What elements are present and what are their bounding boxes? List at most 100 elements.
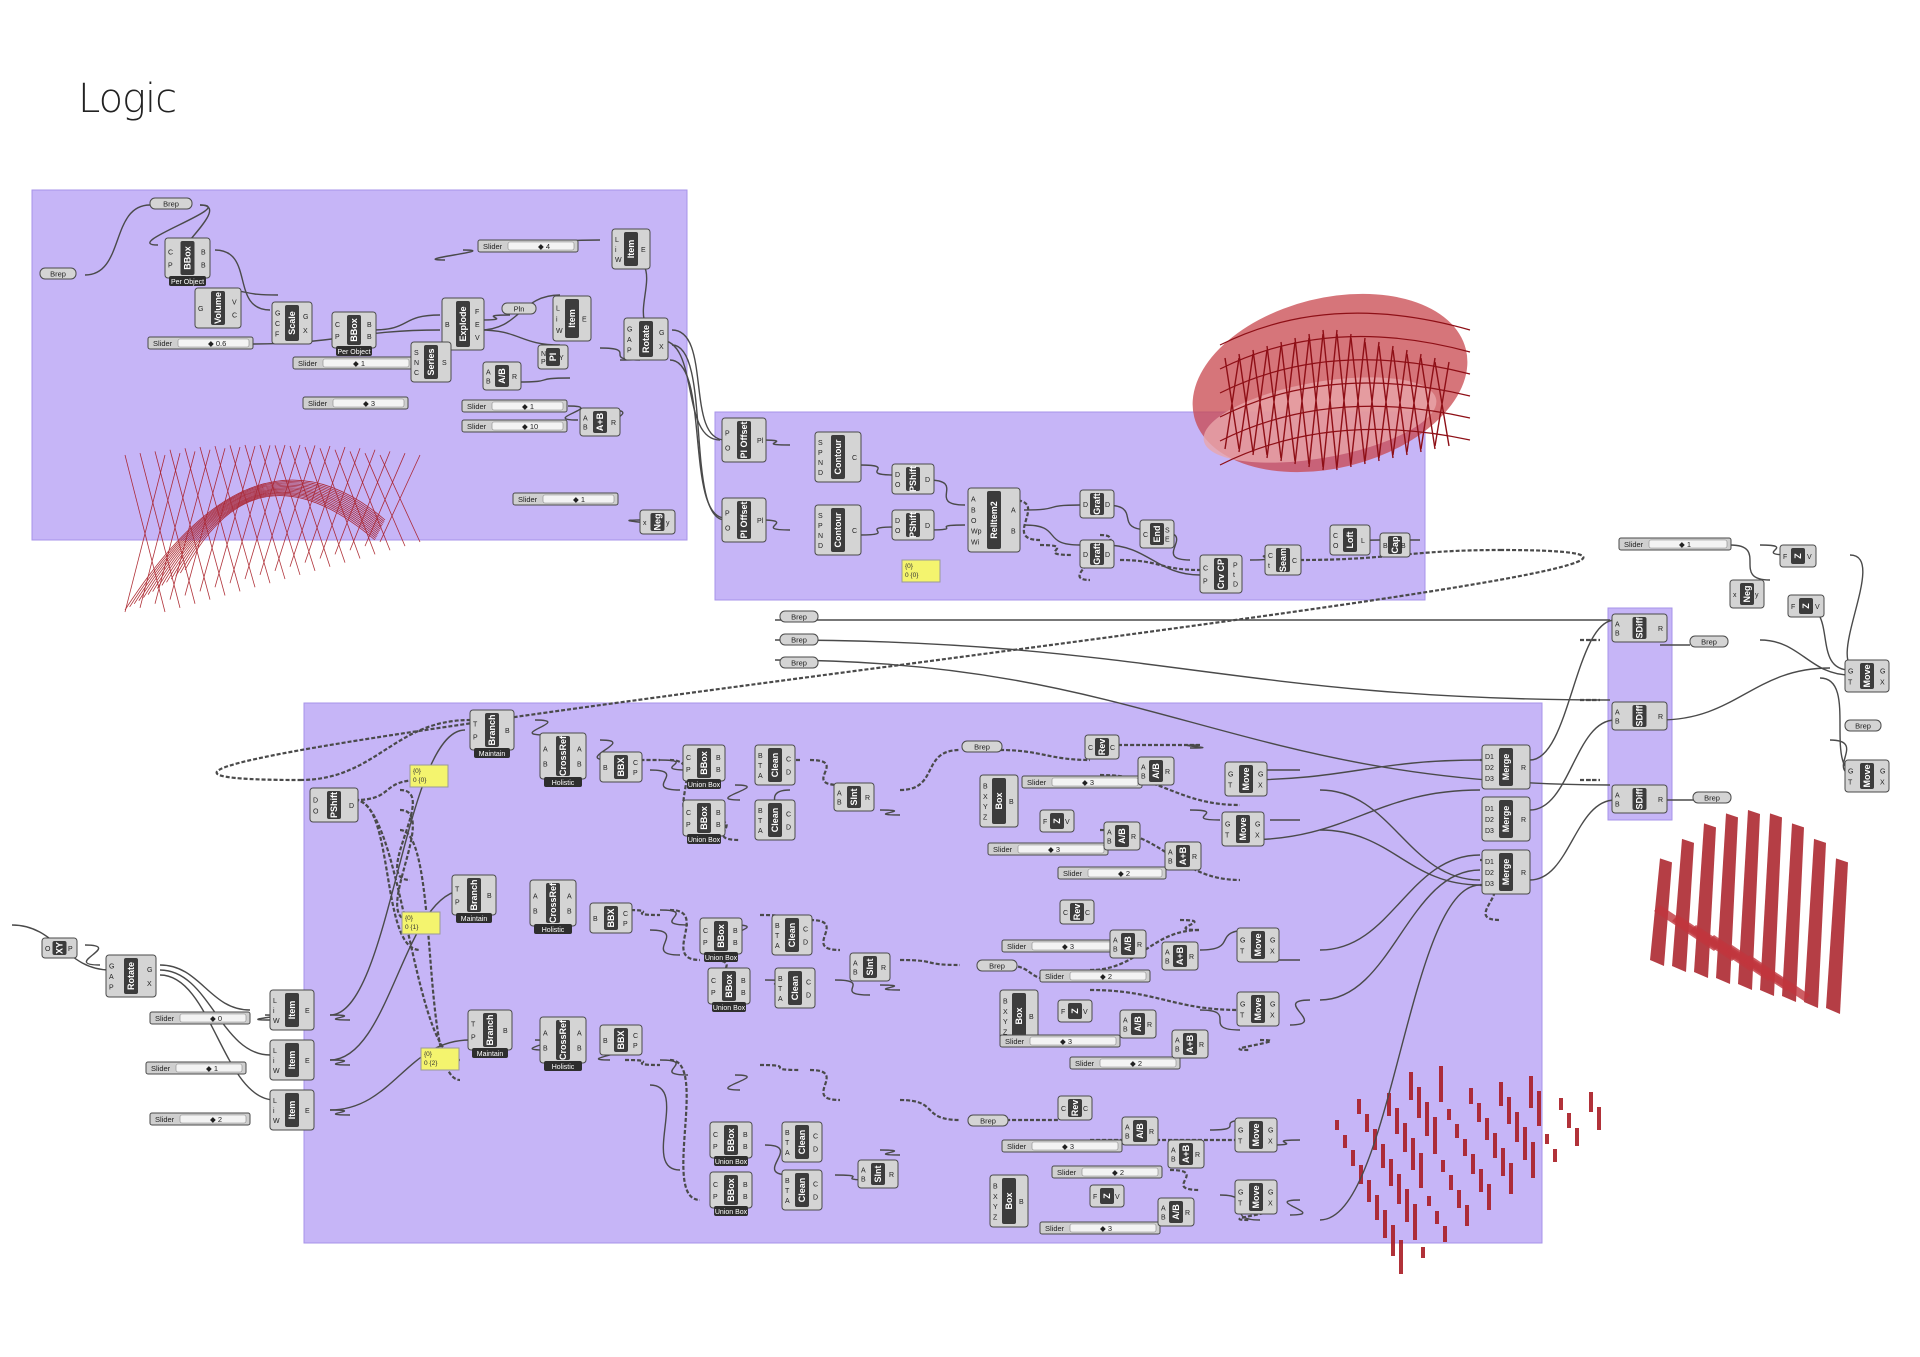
slider-3d[interactable]: Slider◆ 3	[1001, 939, 1123, 953]
panel-relitem-offset[interactable]: {0}0 {0}	[901, 559, 941, 583]
brep-param-c[interactable]: Brep	[779, 656, 819, 669]
pln-param[interactable]: Pln	[501, 302, 537, 315]
brep-param-out2[interactable]: Brep	[1692, 791, 1732, 804]
brep-param-top[interactable]: Brep	[149, 197, 193, 210]
brep-param-box2[interactable]: Brep	[976, 959, 1018, 972]
slider-2c[interactable]: Slider◆ 2	[1039, 969, 1151, 983]
brep-param-out3[interactable]: Brep	[1844, 719, 1882, 732]
brep-param-b[interactable]: Brep	[779, 633, 819, 646]
slider-3e[interactable]: Slider◆ 3	[999, 1034, 1121, 1048]
brep-param-a[interactable]: Brep	[779, 610, 819, 623]
panel-branch-2[interactable]: {0}0 {1}	[401, 911, 441, 935]
panel-branch-3[interactable]: {0}0 {2}	[420, 1047, 460, 1071]
brep-param-out1[interactable]: Brep	[1689, 635, 1729, 648]
slider-2[interactable]: Slider◆ 2	[149, 1112, 251, 1126]
slider-2d[interactable]: Slider◆ 2	[1069, 1056, 1181, 1070]
slider-2e[interactable]: Slider◆ 2	[1051, 1165, 1163, 1179]
slider-3b[interactable]: Slider◆ 3	[1021, 775, 1143, 789]
group-boxes[interactable]	[303, 702, 1543, 1244]
slider-3c[interactable]: Slider◆ 3	[987, 842, 1109, 856]
slider-1c[interactable]: Slider◆ 1	[145, 1061, 247, 1075]
slider-3f[interactable]: Slider◆ 3	[1001, 1139, 1123, 1153]
slider-1a[interactable]: Slider◆ 1	[292, 356, 414, 370]
slider-4[interactable]: Slider◆ 4	[477, 239, 579, 253]
slider-1b[interactable]: Slider◆ 1	[461, 399, 568, 413]
brep-param-box3[interactable]: Brep	[967, 1114, 1009, 1127]
panel-branch-1[interactable]: {0}0 {0}	[409, 764, 449, 788]
slider-2b[interactable]: Slider◆ 2	[1057, 866, 1167, 880]
slider-1-neg[interactable]: Slider◆ 1	[512, 492, 619, 506]
brep-param-box1[interactable]: Brep	[961, 740, 1003, 753]
